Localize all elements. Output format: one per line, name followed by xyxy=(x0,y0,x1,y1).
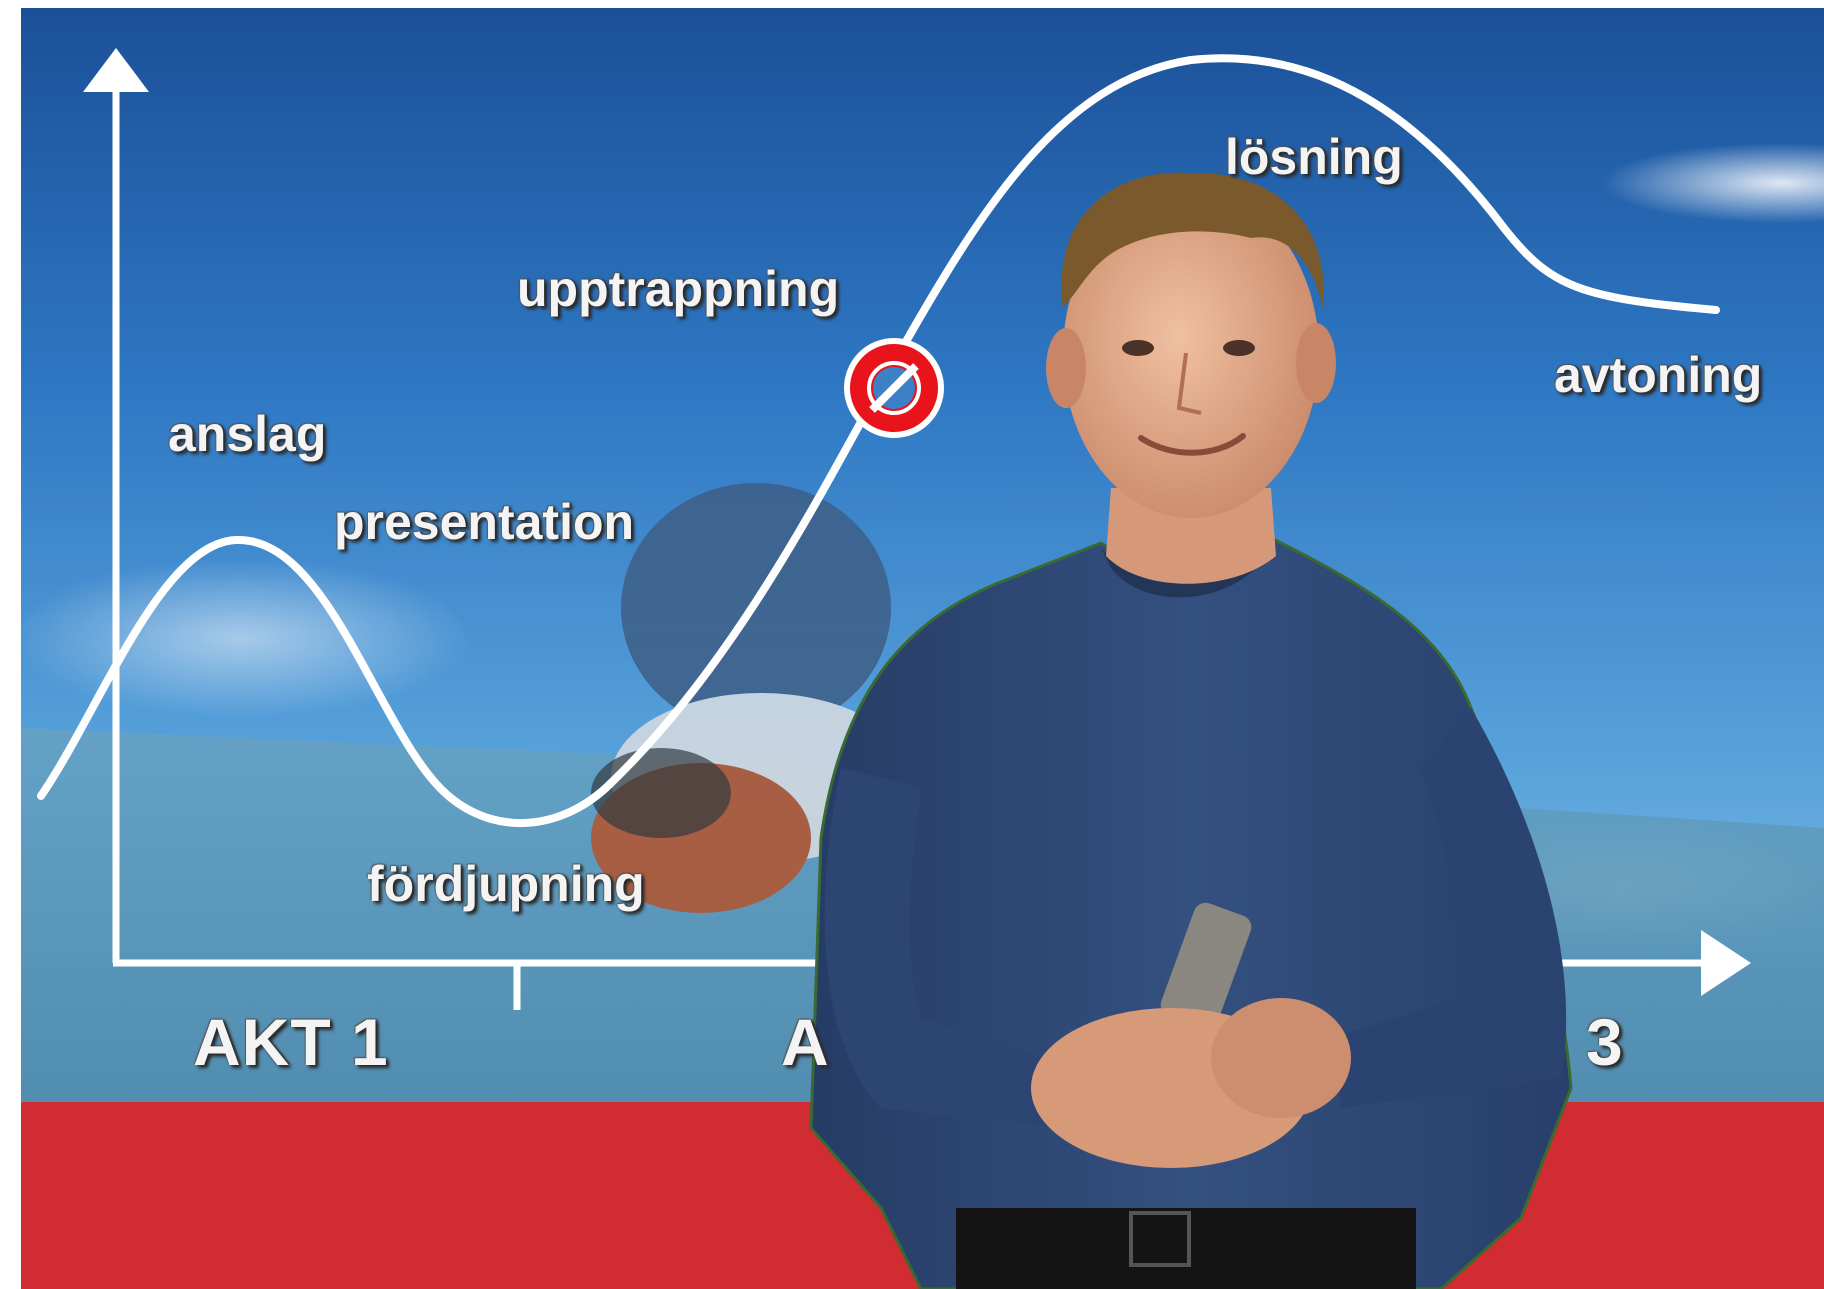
presenter-belt xyxy=(956,1208,1416,1289)
phase-label-upptrappning: upptrappning xyxy=(517,261,840,317)
act-3-label: 3 xyxy=(1586,1005,1624,1079)
phase-label-fordjupning: fördjupning xyxy=(367,856,645,912)
x-axis-arrowhead xyxy=(1701,930,1751,996)
story-arc-curve xyxy=(37,54,1720,828)
story-arc-scene xyxy=(21,8,1824,1289)
video-frame: AKT 1 A 3 anslag presentation fördjupnin… xyxy=(21,8,1824,1289)
phase-label-avtoning: avtoning xyxy=(1554,347,1763,403)
phase-label-presentation: presentation xyxy=(334,494,635,550)
phase-label-losning: lösning xyxy=(1225,129,1403,185)
cloud xyxy=(21,558,471,718)
remote-control xyxy=(1160,902,1252,1030)
act-2-label: A xyxy=(781,1005,830,1079)
presenter-face xyxy=(1063,188,1319,518)
cloud xyxy=(1601,143,1824,223)
phase-label-anslag: anslag xyxy=(168,406,327,462)
presenter-hair xyxy=(1061,172,1324,308)
presenter xyxy=(809,172,1573,1289)
act-1-label: AKT 1 xyxy=(193,1005,389,1079)
y-axis-arrowhead xyxy=(83,48,149,92)
arc-position-marker xyxy=(844,338,944,438)
